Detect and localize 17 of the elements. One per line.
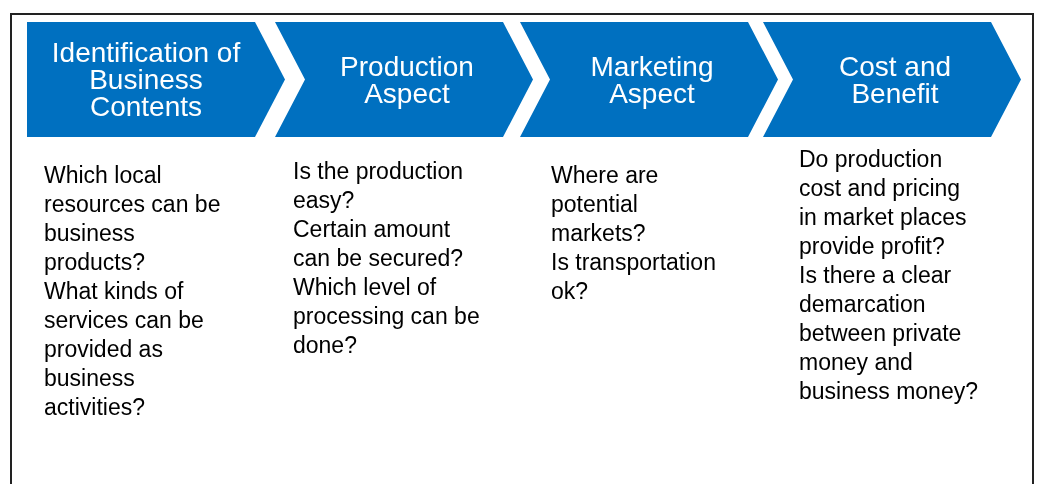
question-text: Where are potential markets? bbox=[551, 161, 660, 248]
process-step bbox=[763, 22, 1021, 137]
question-text: Which level of processing can be done? bbox=[293, 273, 481, 360]
process-step bbox=[27, 22, 285, 137]
process-step bbox=[275, 22, 533, 137]
question-text: Do production cost and pricing in market places provide profit? bbox=[799, 145, 968, 261]
step-title: Cost and Benefit bbox=[837, 52, 953, 107]
question-text: Is the production easy? bbox=[293, 157, 465, 215]
question-text: Certain amount can be secured? bbox=[293, 215, 465, 273]
question-text: Is transportation ok? bbox=[551, 248, 717, 306]
step-title: Production Aspect bbox=[339, 52, 475, 107]
question-text: Is there a clear demarcation between private money and business money? bbox=[799, 261, 979, 406]
process-step bbox=[520, 22, 778, 137]
question-text: Which local resources can be business products? bbox=[44, 161, 222, 277]
question-text: What kinds of services can be provided as business activities? bbox=[44, 277, 205, 422]
step-title: Identification of Business Contents bbox=[50, 39, 242, 120]
step-title: Marketing Aspect bbox=[589, 52, 715, 107]
